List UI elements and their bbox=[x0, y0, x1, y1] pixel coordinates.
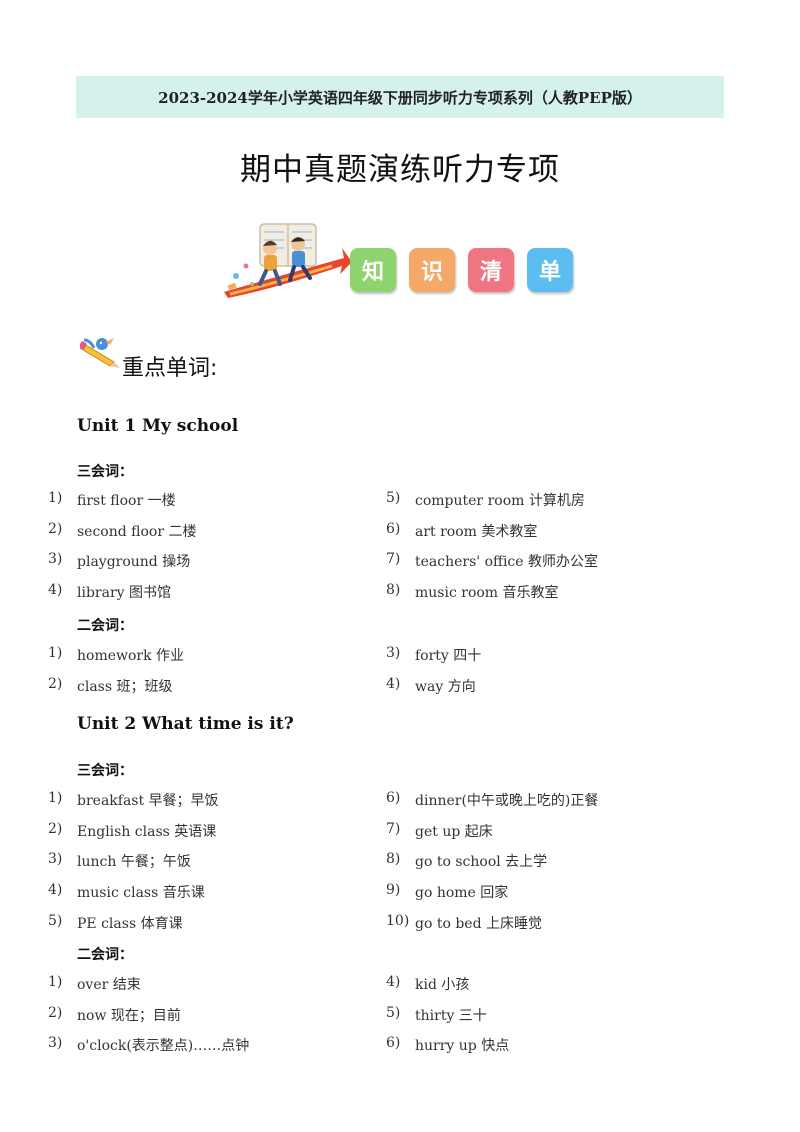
item-number: 10) bbox=[386, 913, 410, 929]
item-text: library 图书馆 bbox=[77, 585, 172, 601]
knowledge-tile: 知 bbox=[350, 248, 396, 292]
item-number: 8) bbox=[386, 582, 401, 598]
item-number: 6) bbox=[386, 521, 401, 537]
banner-text: 2023-2024学年小学英语四年级下册同步听力专项系列（人教PEP版） bbox=[158, 88, 642, 107]
item-text: first floor 一楼 bbox=[77, 493, 176, 509]
item-text: computer room 计算机房 bbox=[415, 493, 585, 509]
item-number: 2) bbox=[48, 1005, 63, 1021]
knowledge-tile: 清 bbox=[468, 248, 514, 292]
item-number: 9) bbox=[386, 882, 401, 898]
series-banner: 2023-2024学年小学英语四年级下册同步听力专项系列（人教PEP版） bbox=[76, 76, 724, 118]
item-text: English class 英语课 bbox=[77, 824, 217, 840]
item-text: hurry up 快点 bbox=[415, 1038, 510, 1054]
item-number: 1) bbox=[48, 790, 63, 806]
item-text: PE class 体育课 bbox=[77, 916, 183, 932]
item-number: 7) bbox=[386, 821, 401, 837]
item-number: 4) bbox=[48, 582, 63, 598]
item-text: go home 回家 bbox=[415, 885, 509, 901]
item-text: music room 音乐教室 bbox=[415, 585, 559, 601]
item-number: 3) bbox=[386, 645, 401, 661]
item-text: second floor 二楼 bbox=[77, 524, 197, 540]
unit-title: Unit 1 My school bbox=[77, 416, 239, 436]
item-number: 8) bbox=[386, 851, 401, 867]
item-number: 6) bbox=[386, 1035, 401, 1051]
item-number: 3) bbox=[48, 851, 63, 867]
item-number: 1) bbox=[48, 645, 63, 661]
item-text: playground 操场 bbox=[77, 554, 191, 570]
item-number: 5) bbox=[386, 1005, 401, 1021]
item-text: dinner(中午或晚上吃的)正餐 bbox=[415, 793, 599, 809]
item-text: now 现在；目前 bbox=[77, 1008, 181, 1024]
section-heading: 重点单词: bbox=[122, 356, 218, 381]
item-text: thirty 三十 bbox=[415, 1008, 487, 1024]
item-number: 5) bbox=[48, 913, 63, 929]
item-number: 1) bbox=[48, 974, 63, 990]
item-number: 4) bbox=[386, 974, 401, 990]
item-number: 5) bbox=[386, 490, 401, 506]
item-text: homework 作业 bbox=[77, 648, 185, 664]
kids-reading-illustration-icon bbox=[224, 223, 352, 298]
word-group-label: 三会词： bbox=[77, 464, 133, 480]
item-text: class 班；班级 bbox=[77, 679, 173, 695]
item-text: music class 音乐课 bbox=[77, 885, 205, 901]
item-number: 3) bbox=[48, 551, 63, 567]
item-number: 3) bbox=[48, 1035, 63, 1051]
item-text: get up 起床 bbox=[415, 824, 493, 840]
item-text: go to bed 上床睡觉 bbox=[415, 916, 543, 932]
pencil-bird-icon bbox=[80, 338, 120, 368]
item-number: 7) bbox=[386, 551, 401, 567]
item-number: 2) bbox=[48, 521, 63, 537]
item-number: 1) bbox=[48, 490, 63, 506]
word-group-label: 二会词： bbox=[77, 947, 133, 963]
item-text: breakfast 早餐；早饭 bbox=[77, 793, 219, 809]
item-text: kid 小孩 bbox=[415, 977, 470, 993]
item-text: go to school 去上学 bbox=[415, 854, 548, 870]
word-group-label: 二会词： bbox=[77, 618, 133, 634]
page-title: 期中真题演练听力专项 bbox=[240, 152, 560, 188]
item-number: 2) bbox=[48, 821, 63, 837]
item-text: teachers' office 教师办公室 bbox=[415, 554, 599, 570]
knowledge-tile: 单 bbox=[527, 248, 573, 292]
item-text: o'clock(表示整点)……点钟 bbox=[77, 1038, 250, 1054]
item-text: lunch 午餐；午饭 bbox=[77, 854, 191, 870]
item-number: 4) bbox=[386, 676, 401, 692]
item-number: 6) bbox=[386, 790, 401, 806]
item-text: way 方向 bbox=[415, 679, 476, 695]
item-text: forty 四十 bbox=[415, 648, 482, 664]
item-number: 2) bbox=[48, 676, 63, 692]
item-number: 4) bbox=[48, 882, 63, 898]
knowledge-tile: 识 bbox=[409, 248, 455, 292]
word-group-label: 三会词： bbox=[77, 763, 133, 779]
item-text: art room 美术教室 bbox=[415, 524, 538, 540]
unit-title: Unit 2 What time is it? bbox=[77, 714, 294, 734]
item-text: over 结束 bbox=[77, 977, 141, 993]
